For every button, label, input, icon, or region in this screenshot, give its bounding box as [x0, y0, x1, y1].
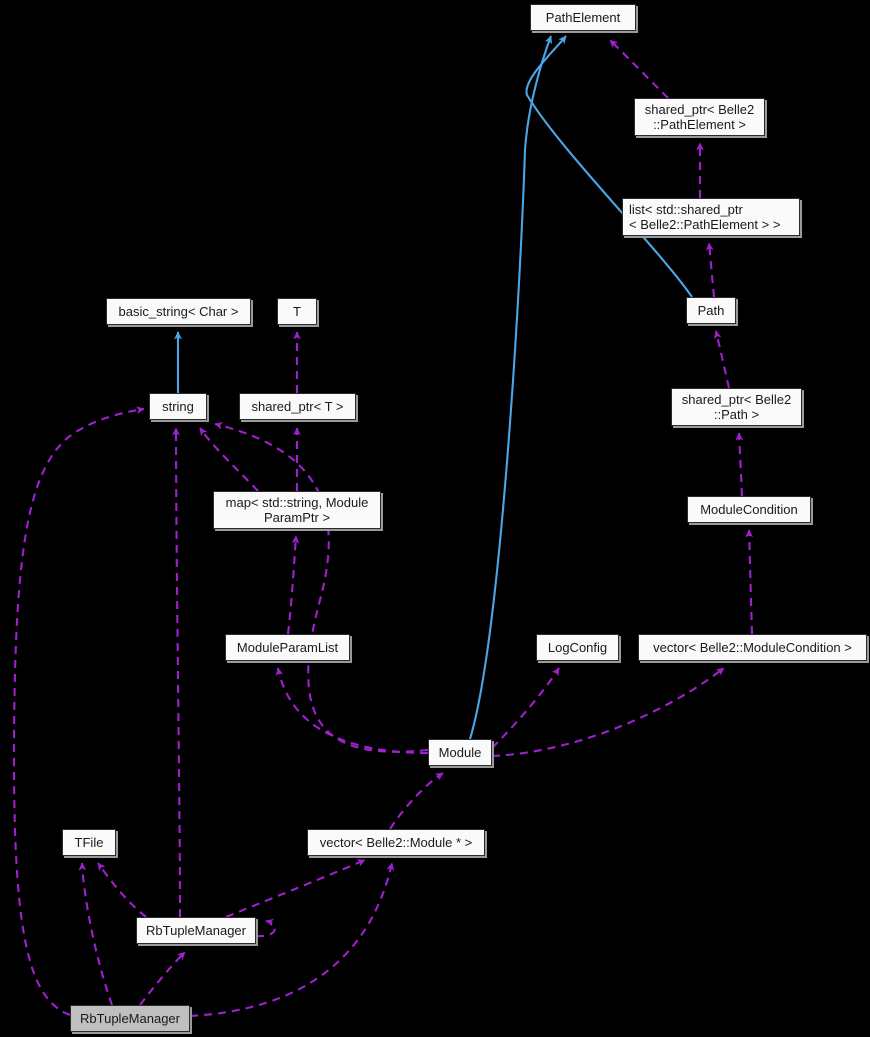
- node-label: ModuleCondition: [700, 502, 798, 517]
- node-shared-ptr-path[interactable]: shared_ptr< Belle2 ::Path >: [671, 388, 802, 426]
- node-shared-ptr-pathelement[interactable]: shared_ptr< Belle2 ::PathElement >: [634, 98, 765, 136]
- node-label: PathElement: [545, 10, 621, 25]
- edge-rbtuplemain-to-rbtuplemid: [139, 951, 186, 1006]
- node-vector-module-ptr[interactable]: vector< Belle2::Module * >: [307, 829, 485, 856]
- edge-vecmoduleptr-to-module: [389, 772, 444, 830]
- node-map-string-moduleparamptr[interactable]: map< std::string, Module ParamPtr >: [213, 491, 381, 529]
- node-t[interactable]: T: [277, 298, 317, 325]
- edge-vecmodulecondition-to-modulecondition: [745, 529, 754, 635]
- node-label: TFile: [74, 835, 104, 850]
- node-label: shared_ptr< T >: [251, 399, 344, 414]
- node-basic-string-char[interactable]: basic_string< Char >: [106, 298, 251, 325]
- node-label: LogConfig: [547, 640, 608, 655]
- edge-moduleparamlist-to-mapstring: [286, 535, 300, 635]
- edge-mapstring-to-string: [199, 427, 259, 492]
- node-label: vector< Belle2::ModuleCondition >: [653, 640, 852, 655]
- edge-module-to-vecmodulecondition: [491, 667, 725, 758]
- edge-module-to-moduleparamlist: [275, 667, 429, 755]
- edge-sppath-to-path: [713, 330, 731, 389]
- node-label: RbTupleManager: [80, 1011, 180, 1026]
- edge-rbtuplemid-self: [255, 918, 276, 938]
- node-label: list< std::shared_ptr < Belle2::PathElem…: [629, 202, 781, 232]
- edge-module-to-logconfig: [491, 667, 560, 749]
- node-string[interactable]: string: [149, 393, 207, 420]
- node-rbtuplemanager-secondary[interactable]: RbTupleManager: [136, 917, 256, 944]
- edge-sppathelement-to-pathelement: [609, 39, 669, 99]
- node-label: Path: [697, 303, 725, 318]
- node-label: vector< Belle2::Module * >: [319, 835, 473, 850]
- node-label: T: [293, 304, 301, 319]
- node-modulecondition[interactable]: ModuleCondition: [687, 496, 811, 523]
- node-moduleparamlist[interactable]: ModuleParamList: [225, 634, 350, 661]
- edge-path-to-pathelement: [525, 35, 693, 298]
- node-label: Module: [438, 745, 482, 760]
- node-label: shared_ptr< Belle2 ::Path >: [681, 392, 792, 422]
- node-label: ModuleParamList: [236, 640, 339, 655]
- edge-rbtuplemid-to-string: [172, 427, 182, 918]
- edge-modulecondition-to-sppath: [735, 432, 744, 497]
- node-shared-ptr-t[interactable]: shared_ptr< T >: [239, 393, 356, 420]
- node-rbtuplemanager-focus[interactable]: RbTupleManager: [70, 1005, 190, 1032]
- node-label: shared_ptr< Belle2 ::PathElement >: [644, 102, 755, 132]
- node-module[interactable]: Module: [428, 739, 492, 766]
- node-label: basic_string< Char >: [118, 304, 239, 319]
- node-logconfig[interactable]: LogConfig: [536, 634, 619, 661]
- node-label: RbTupleManager: [146, 923, 246, 938]
- node-tfile[interactable]: TFile: [62, 829, 116, 856]
- node-path[interactable]: Path: [686, 297, 736, 324]
- node-label: map< std::string, Module ParamPtr >: [225, 495, 369, 525]
- edge-rbtuplemain-to-tfile: [78, 862, 113, 1006]
- node-list-shared-ptr-pathelement[interactable]: list< std::shared_ptr < Belle2::PathElem…: [622, 198, 800, 236]
- edge-rbtuplemain-to-string: [12, 406, 145, 1016]
- node-label: string: [162, 399, 194, 414]
- node-vector-modulecondition[interactable]: vector< Belle2::ModuleCondition >: [638, 634, 867, 661]
- edge-rbtuplemid-to-vecmoduleptr: [225, 859, 366, 918]
- usage-edges: [12, 39, 754, 1018]
- edge-path-to-listsppe: [705, 242, 716, 298]
- edge-rbtuplemid-to-tfile: [97, 862, 147, 918]
- edge-module-to-string: [214, 421, 429, 753]
- node-pathelement[interactable]: PathElement: [530, 4, 636, 31]
